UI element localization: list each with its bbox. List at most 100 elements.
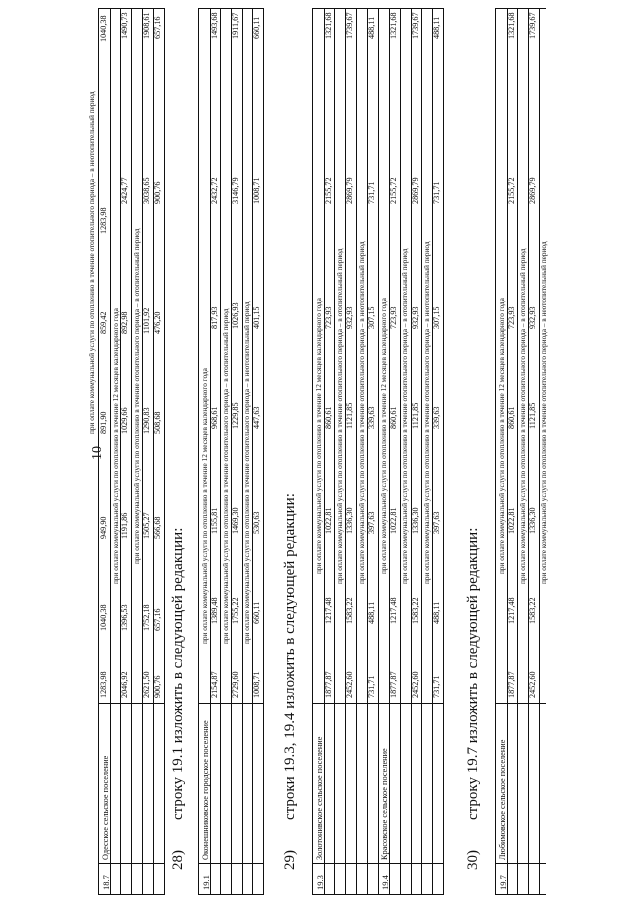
cell: 1911,67 (231, 12, 240, 39)
cell: 1229,85 (231, 402, 240, 429)
table-19-7: 19.7 Любимовское сельское поселение при … (495, 8, 548, 895)
cell: 731,71 (432, 181, 441, 204)
table-18-7: 18.7 Одесское сельское поселение при опл… (87, 8, 165, 895)
cell: 488,11 (432, 16, 441, 39)
table-19-3-19-4: 19.3 Золотонивское сельское поселение пр… (312, 8, 444, 895)
cell: 1336,30 (411, 507, 420, 534)
caption-nonheating: при оплате коммунальной услуги по отопле… (87, 91, 96, 434)
cell: 932,93 (411, 306, 420, 329)
cell: 1217,48 (324, 597, 333, 624)
cell: 968,61 (210, 406, 219, 429)
cell: 307,15 (367, 306, 376, 329)
cell: 1121,85 (528, 402, 537, 429)
cell: 1191,86 (120, 512, 129, 539)
cell: 447,63 (252, 406, 261, 429)
cell: 2154,87 (210, 671, 219, 698)
cell: 2155,72 (324, 177, 333, 204)
cell: 1490,73 (120, 12, 129, 39)
cell: 1752,18 (142, 604, 151, 631)
cell: 488,11 (367, 601, 376, 624)
row-name: Любимовское сельское поселение (498, 739, 507, 860)
caption-heating: при оплате коммунальной услуги по отопле… (221, 308, 230, 644)
cell: 1008,71 (252, 671, 261, 698)
caption-nonheating: при оплате коммунальной услуги по отопле… (357, 241, 366, 584)
cell: 1022,81 (389, 507, 398, 534)
caption-nonheating: при оплате коммунальной услуги по отопле… (242, 301, 251, 644)
cell: 1583,22 (528, 597, 537, 624)
cell: 1493,68 (210, 12, 219, 39)
cell: 932,93 (528, 306, 537, 329)
caption-twelve: при оплате коммунальной услуги по отопле… (200, 368, 209, 644)
cell: 508,68 (153, 411, 162, 434)
cell: 1283,98 (99, 207, 108, 234)
cell: 476,20 (153, 311, 162, 334)
cell: 1583,22 (345, 597, 354, 624)
cell: 566,68 (153, 516, 162, 539)
cell: 1029,66 (120, 407, 129, 434)
cell: 1877,87 (389, 671, 398, 698)
cell: 1739,67 (528, 12, 537, 39)
cell: 307,15 (432, 306, 441, 329)
cell: 660,11 (252, 601, 261, 624)
cell: 2155,72 (507, 177, 516, 204)
row-code: 19.4 (380, 875, 390, 890)
row-code: 18.7 (101, 875, 111, 890)
cell: 1290,83 (142, 407, 151, 434)
row-name: Оконешниковское городское поселение (201, 720, 210, 860)
caption-nonheating: при оплате коммунальной услуги по отопле… (422, 241, 431, 584)
cell: 1321,68 (389, 12, 398, 39)
cell: 2869,79 (411, 177, 420, 204)
cell: 1121,85 (345, 402, 354, 429)
row-code: 19.1 (201, 875, 211, 890)
cell: 949,90 (99, 516, 108, 539)
cell: 1008,71 (252, 177, 261, 204)
cell: 1505,27 (142, 512, 151, 539)
caption-twelve: при оплате коммунальной услуги по отопле… (497, 298, 506, 574)
section-number: 28) (170, 850, 186, 870)
cell: 731,71 (432, 675, 441, 698)
cell: 1217,48 (389, 597, 398, 624)
caption-heating: при оплате коммунальной услуги по отопле… (132, 228, 141, 564)
section-number: 29) (282, 850, 298, 870)
cell: 401,15 (252, 306, 261, 329)
cell: 1336,30 (345, 507, 354, 534)
cell: 1739,67 (345, 12, 354, 39)
cell: 2452,60 (345, 671, 354, 698)
cell: 397,63 (432, 511, 441, 534)
cell: 1022,81 (507, 507, 516, 534)
cell: 723,93 (507, 306, 516, 329)
cell: 1396,53 (120, 604, 129, 631)
cell: 860,61 (389, 406, 398, 429)
cell: 1739,67 (411, 12, 420, 39)
cell: 2155,72 (389, 177, 398, 204)
section-heading: строку 19.7 изложить в следующей редакци… (465, 527, 481, 820)
cell: 3146,79 (231, 177, 240, 204)
cell: 2046,92 (120, 671, 129, 698)
cell: 723,93 (389, 306, 398, 329)
cell: 397,63 (367, 511, 376, 534)
cell: 2432,72 (210, 177, 219, 204)
caption-nonheating: при оплате коммунальной услуги по отопле… (539, 241, 548, 584)
cell: 2869,79 (345, 177, 354, 204)
section-number: 30) (465, 850, 481, 870)
cell: 859,42 (99, 311, 108, 334)
table-19-1: 19.1 Оконешниковское городское поселение… (198, 8, 264, 895)
cell: 731,71 (367, 181, 376, 204)
cell: 891,90 (99, 411, 108, 434)
cell: 1040,38 (99, 15, 108, 42)
cell: 1321,68 (324, 12, 333, 39)
cell: 1336,30 (528, 507, 537, 534)
cell: 657,16 (153, 608, 162, 631)
cell: 1877,87 (324, 671, 333, 698)
cell: 1155,81 (210, 507, 219, 534)
cell: 892,98 (120, 311, 129, 334)
cell: 900,76 (153, 675, 162, 698)
caption-twelve: при оплате коммунальной услуги по отопле… (379, 298, 388, 574)
cell: 1877,87 (507, 671, 516, 698)
cell: 1321,68 (507, 12, 516, 39)
cell: 488,11 (367, 16, 376, 39)
cell: 1026,93 (231, 302, 240, 329)
caption-twelve: при оплате коммунальной услуги по отопле… (314, 298, 323, 574)
cell: 1389,48 (210, 597, 219, 624)
